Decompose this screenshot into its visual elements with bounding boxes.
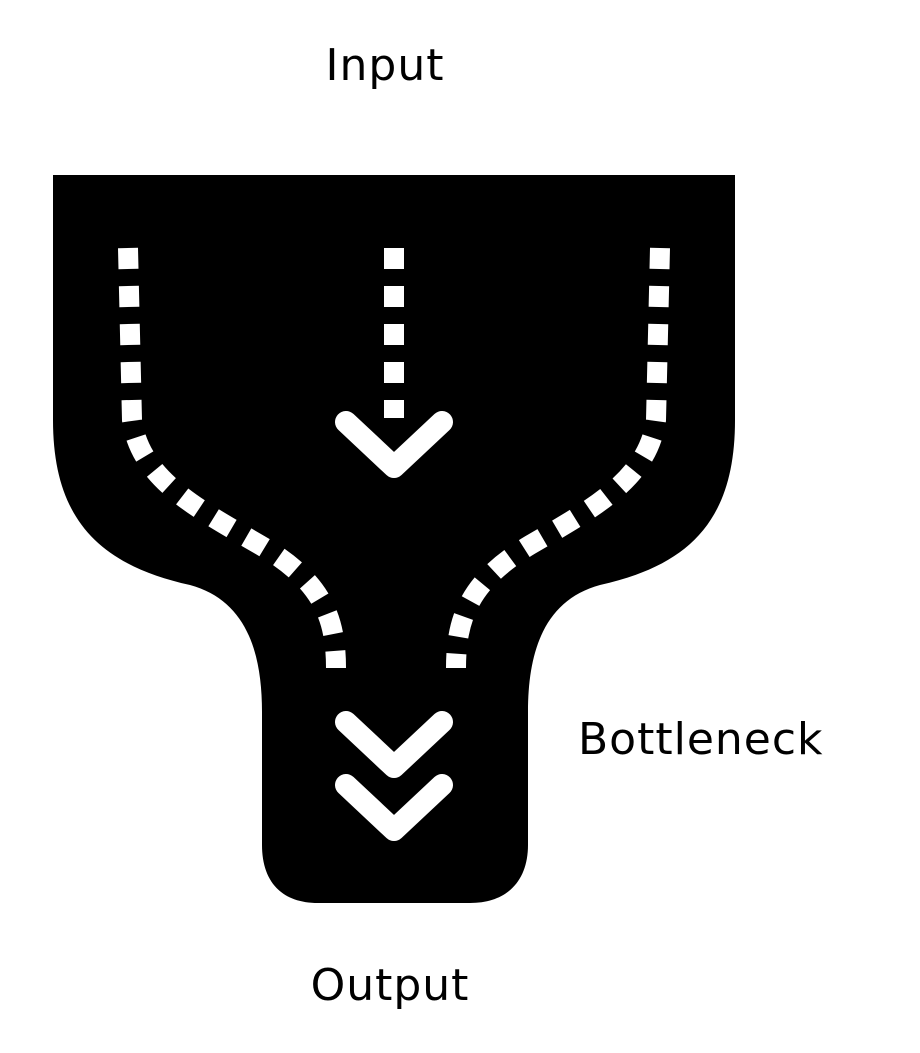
- chevron-down-icon: [335, 411, 453, 478]
- left-flow-path: [118, 247, 346, 669]
- chevron-down-icon: [335, 711, 453, 778]
- output-label: Output: [310, 960, 470, 1011]
- bottleneck-label: Bottleneck: [578, 714, 824, 765]
- chevron-down-icon: [335, 774, 453, 841]
- right-flow-path: [446, 247, 670, 669]
- funnel-shape: [53, 175, 735, 903]
- input-label: Input: [325, 40, 445, 91]
